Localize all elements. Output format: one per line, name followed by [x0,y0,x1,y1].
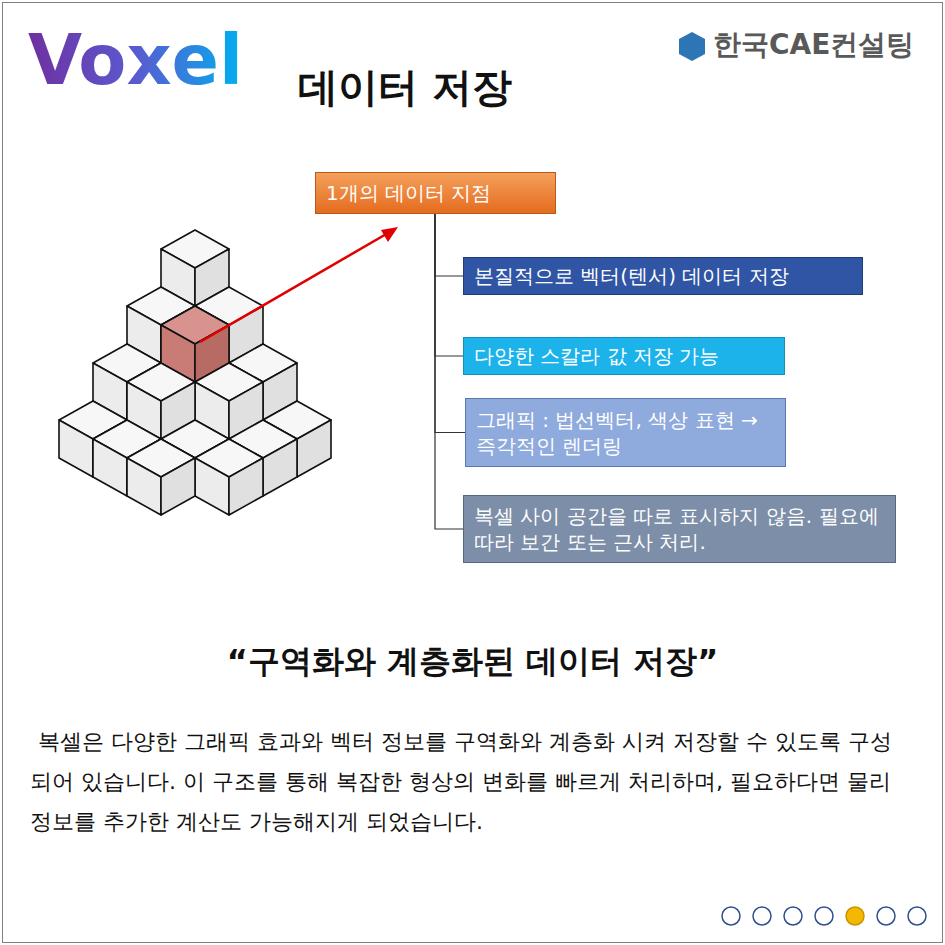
paragraph-wrap: 복셀은 다양한 그래픽 효과와 벡터 정보를 구역화와 계층화 시켜 저장할 수… [30,722,910,842]
logo-wrap: 한국CAE컨설팅 [713,26,914,64]
pointer-arrow [200,233,388,342]
info-box: 다양한 스칼라 값 저장 가능 [463,337,785,375]
title-wrap: Voxel [28,18,243,102]
subtitle: 데이터 저장 [298,64,512,110]
cube-face [127,458,161,515]
box-text-wrap: 본질적으로 벡터(텐서) 데이터 저장 [474,263,789,289]
box-text: 본질적으로 벡터(텐서) 데이터 저장 [474,263,789,289]
logo-hexagon [679,32,705,61]
voxel-cubes [59,230,331,515]
cube-face [93,439,127,496]
info-box: 그래픽 : 법선벡터, 색상 표현 → 즉각적인 렌더링 [465,398,786,467]
box-text-wrap: 다양한 스칼라 값 저장 가능 [474,343,719,369]
tree-connector [435,214,463,356]
logo-text: 한국CAE컨설팅 [713,28,914,61]
body-paragraph: 복셀은 다양한 그래픽 효과와 벡터 정보를 구역화와 계층화 시켜 저장할 수… [30,722,910,842]
tree-connector [435,214,465,433]
caption: “구역화와 계층화된 데이터 저장” [227,642,718,680]
title: Voxel [28,18,243,102]
box-text: 그래픽 : 법선벡터, 색상 표현 → 즉각적인 렌더링 [476,407,775,459]
tree-connector [435,214,463,276]
box-text: 1개의 데이터 지점 [326,180,491,206]
cube-face [195,458,229,515]
box-text: 다양한 스칼라 값 저장 가능 [474,343,719,369]
caption-wrap: “구역화와 계층화된 데이터 저장” [0,640,945,684]
box-text-wrap: 복셀 사이 공간을 따로 표시하지 않음. 필요에 따라 보간 또는 근사 처리… [474,503,885,555]
cube-face [161,458,195,515]
cube-face [59,420,93,477]
info-box: 복셀 사이 공간을 따로 표시하지 않음. 필요에 따라 보간 또는 근사 처리… [463,495,896,563]
box-text-wrap: 1개의 데이터 지점 [326,180,491,206]
tree-connector [435,214,463,529]
info-box: 1개의 데이터 지점 [315,172,556,214]
pointer-arrowhead [381,227,398,242]
box-text: 복셀 사이 공간을 따로 표시하지 않음. 필요에 따라 보간 또는 근사 처리… [474,503,885,555]
cube-face [229,458,263,515]
box-text-wrap: 그래픽 : 법선벡터, 색상 표현 → 즉각적인 렌더링 [476,407,775,459]
cube-face [297,420,331,477]
info-box: 본질적으로 벡터(텐서) 데이터 저장 [463,257,863,295]
subtitle-wrap: 데이터 저장 [298,60,512,115]
cube-face [263,439,297,496]
page-dots [722,907,926,925]
